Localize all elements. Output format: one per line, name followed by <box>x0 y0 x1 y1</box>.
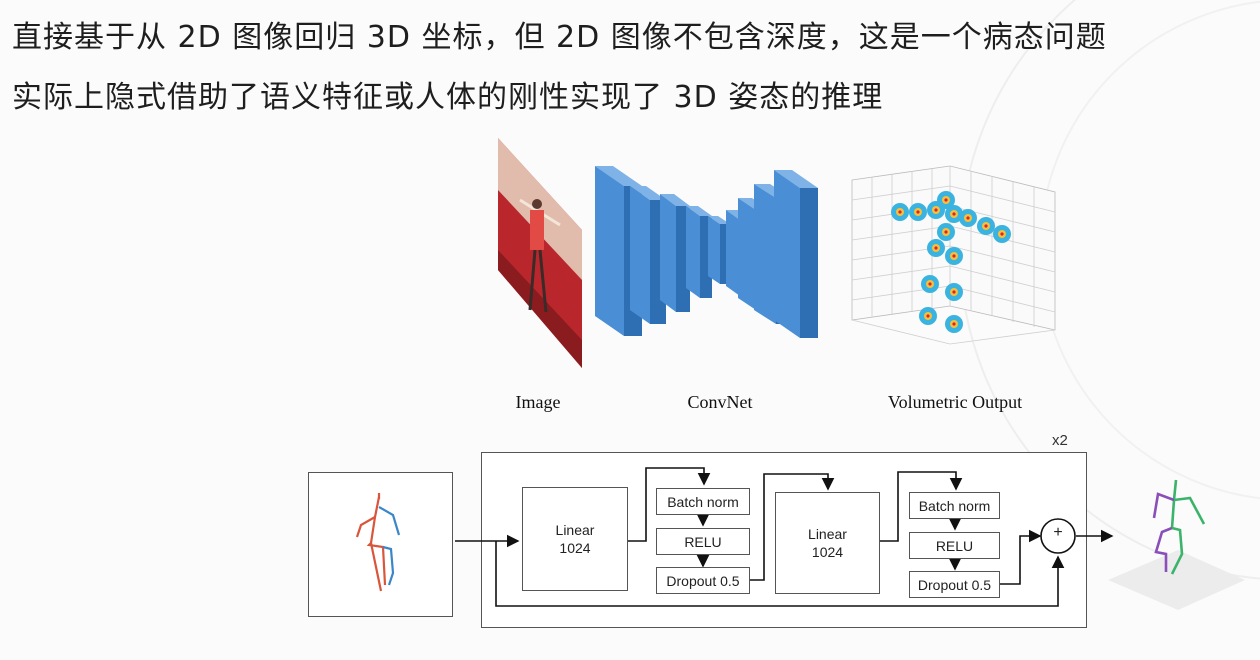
input-image-thumbnail <box>498 138 582 368</box>
linear-2-label: Linear <box>808 526 847 542</box>
sum-node <box>1040 518 1076 554</box>
output-3d-pose <box>1108 479 1245 610</box>
relu-2: RELU <box>909 532 1000 559</box>
input-2d-pose-skeleton <box>355 493 401 592</box>
convnet-layers <box>595 166 818 338</box>
linear-layer-2: Linear 1024 <box>775 492 880 594</box>
caption-image: Image <box>515 392 561 412</box>
volumetric-network-diagram <box>498 138 1056 368</box>
batch-norm-1: Batch norm <box>656 488 750 515</box>
linear-2-size: 1024 <box>811 544 844 560</box>
relu-1: RELU <box>656 528 750 555</box>
slide-text-line-2: 实际上隐式借助了语义特征或人体的刚性实现了 3D 姿态的推理 <box>12 80 884 115</box>
linear-layer-1: Linear 1024 <box>522 487 628 591</box>
dropout-1: Dropout 0.5 <box>656 567 750 594</box>
volumetric-network-figure: Image ConvNet Volumetric Output <box>480 130 1080 420</box>
linear-1-label: Linear <box>555 522 595 538</box>
dropout-2: Dropout 0.5 <box>909 571 1000 598</box>
caption-convnet: ConvNet <box>687 392 753 412</box>
joint-heatmaps <box>891 191 1011 333</box>
caption-volumetric-output: Volumetric Output <box>887 392 1023 412</box>
repeat-label: x2 <box>1052 432 1068 449</box>
linear-1-size: 1024 <box>559 540 591 556</box>
input-2d-pose-box <box>308 472 453 617</box>
batch-norm-2: Batch norm <box>909 492 1000 519</box>
slide-text-line-1: 直接基于从 2D 图像回归 3D 坐标，但 2D 图像不包含深度，这是一个病态问… <box>12 20 1107 55</box>
sum-symbol: + <box>1053 524 1063 541</box>
